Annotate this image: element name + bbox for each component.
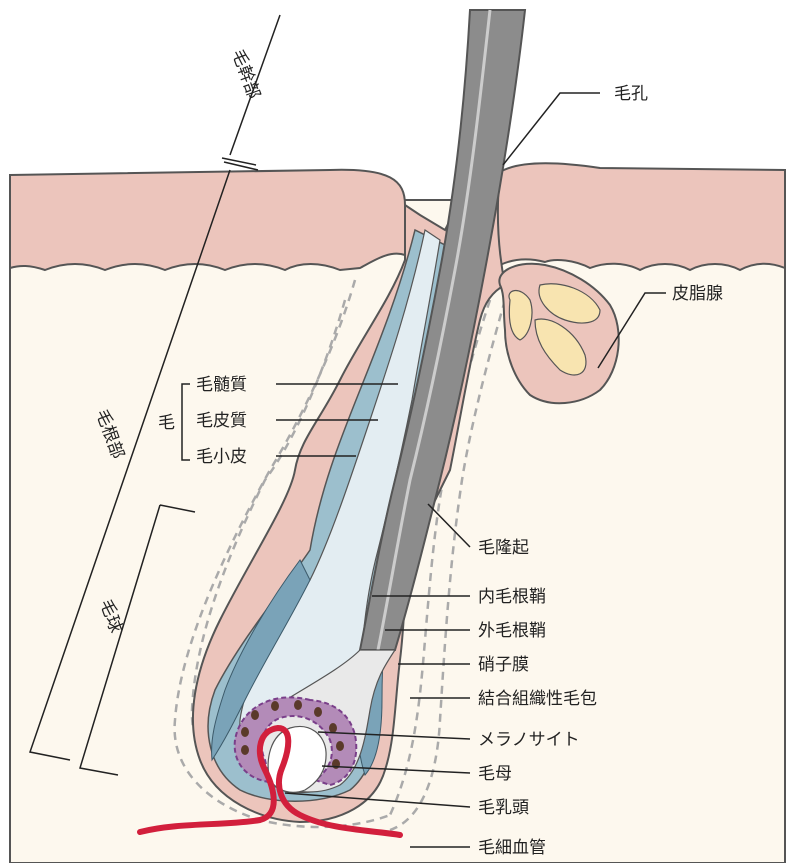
melanin-dot bbox=[251, 710, 259, 720]
label-outer-root-sheath: 外毛根鞘 bbox=[478, 621, 546, 641]
label-dermal-papilla: 毛乳頭 bbox=[478, 798, 529, 818]
melanin-dot bbox=[241, 727, 249, 737]
label-hair: 毛 bbox=[158, 413, 175, 433]
leader-pore bbox=[503, 93, 600, 165]
melanin-dot bbox=[241, 745, 249, 755]
label-hair-matrix: 毛母 bbox=[478, 764, 512, 784]
bracket-break-2 bbox=[224, 162, 258, 170]
epidermis-left bbox=[10, 170, 405, 270]
label-melanocyte: メラノサイト bbox=[478, 730, 580, 750]
label-capillary: 毛細血管 bbox=[478, 838, 546, 858]
melanin-dot bbox=[294, 700, 302, 710]
label-medulla: 毛髄質 bbox=[196, 375, 247, 395]
label-sebaceous-gland: 皮脂腺 bbox=[672, 284, 723, 304]
melanin-dot bbox=[271, 701, 279, 711]
melanin-dot bbox=[314, 707, 322, 717]
melanin-dot bbox=[329, 723, 337, 733]
label-cortex: 毛皮質 bbox=[196, 411, 247, 431]
label-bulge: 毛隆起 bbox=[478, 538, 529, 558]
label-connective-tissue-sheath: 結合組織性毛包 bbox=[478, 689, 597, 709]
label-inner-root-sheath: 内毛根鞘 bbox=[478, 587, 546, 607]
bracket-break-1 bbox=[222, 158, 256, 165]
label-cuticle: 毛小皮 bbox=[196, 447, 247, 467]
label-pore: 毛孔 bbox=[614, 84, 648, 104]
epidermis-right bbox=[496, 163, 785, 270]
melanin-dot bbox=[336, 741, 344, 751]
label-glassy-membrane: 硝子膜 bbox=[478, 655, 529, 675]
